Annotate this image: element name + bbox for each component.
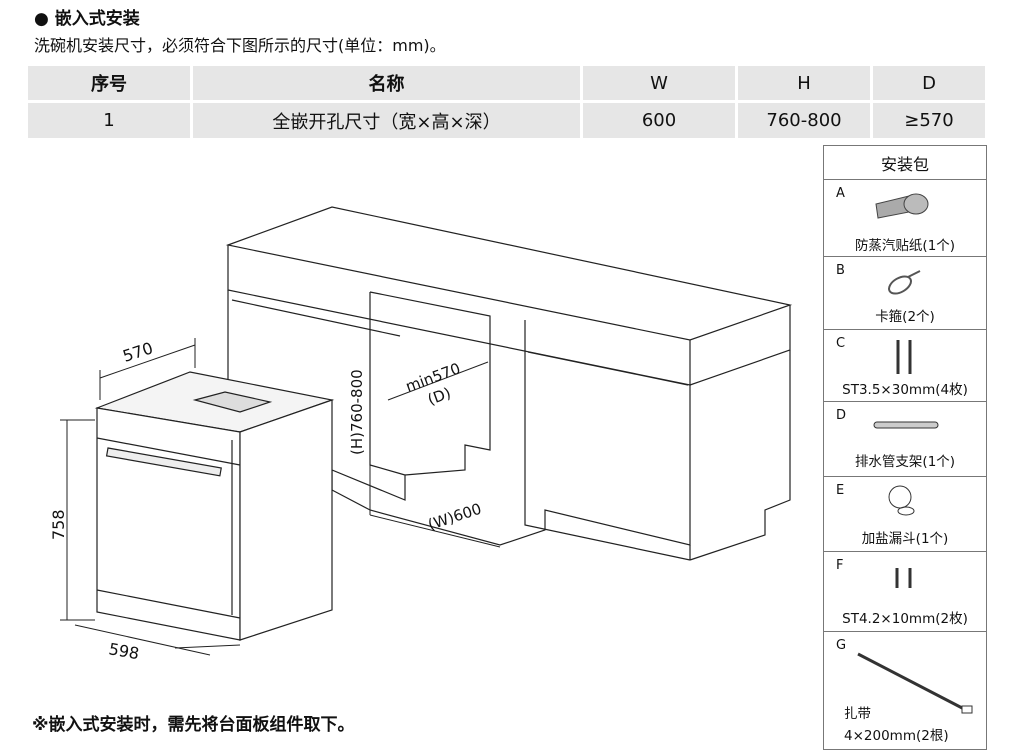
kit-letter: C (836, 336, 846, 351)
header-w: W (583, 66, 735, 100)
installation-note: ※嵌入式安装时，需先将台面板组件取下。 (32, 715, 355, 735)
installation-kit-panel: 安装包 A 防蒸汽贴纸(1个) B 卡箍(2个) C ST3.5×30mm(4枚… (823, 145, 987, 750)
short-screws-icon (895, 568, 912, 588)
section-title: ● 嵌入式安装 (34, 9, 140, 29)
cell-d: ≥570 (873, 103, 985, 138)
kit-item-b: B 卡箍(2个) (824, 256, 986, 330)
dishwasher-drawing (94, 371, 335, 641)
cell-name: 全嵌开孔尺寸（宽×高×深） (193, 103, 580, 138)
kit-letter: B (836, 263, 845, 278)
salt-funnel-icon (888, 485, 915, 516)
kit-item-e: E 加盐漏斗(1个) (824, 476, 986, 552)
header-d: D (873, 66, 985, 100)
dimension-lines (60, 300, 501, 656)
installation-diagram: 570 758 598 (H)760-800 min570 (D) (W)600 (49, 206, 793, 663)
kit-letter: G (836, 638, 847, 653)
kit-letter: D (836, 408, 847, 423)
kit-label: 防蒸汽贴纸(1个) (854, 238, 956, 254)
kit-label-size: 4×200mm(2根) (844, 728, 949, 744)
kit-item-a: A 防蒸汽贴纸(1个) (824, 179, 986, 257)
dim-height-label: 758 (49, 509, 68, 540)
kit-letter: E (836, 483, 845, 498)
hose-clamp-icon (888, 270, 921, 295)
cell-w: 600 (583, 103, 735, 138)
kit-letter: F (836, 558, 844, 573)
section-subtitle: 洗碗机安装尺寸，必须符合下图所示的尺寸(单位：mm)。 (34, 36, 446, 55)
sticker-roll-icon (875, 193, 929, 219)
cable-tie-icon (857, 652, 973, 714)
kit-label: 排水管支架(1个) (854, 454, 956, 470)
kit-label: 加盐漏斗(1个) (861, 531, 949, 547)
header-index: 序号 (28, 66, 190, 100)
header-h: H (738, 66, 870, 100)
kit-item-g: G 扎带 4×200mm(2根) (824, 631, 986, 750)
kit-label: ST4.2×10mm(2枚) (842, 611, 968, 627)
kit-item-d: D 排水管支架(1个) (824, 401, 986, 477)
cell-index: 1 (28, 103, 190, 138)
niche-height-label: (H)760-800 (348, 369, 366, 455)
kit-item-f: F ST4.2×10mm(2枚) (824, 551, 986, 632)
kit-title: 安装包 (880, 155, 929, 174)
cabinet-drawing (225, 206, 793, 561)
dim-depth-label: 570 (120, 338, 155, 366)
niche-width-label: (W)600 (426, 500, 484, 534)
dim-width-label: 598 (107, 639, 140, 663)
kit-item-c: C ST3.5×30mm(4枚) (824, 329, 986, 402)
header-name: 名称 (193, 66, 580, 100)
drain-bracket-icon (873, 421, 939, 429)
cell-h: 760-800 (738, 103, 870, 138)
kit-label: 卡箍(2个) (875, 309, 935, 325)
kit-label: ST3.5×30mm(4枚) (842, 382, 968, 398)
kit-label: 扎带 (844, 706, 871, 722)
kit-letter: A (836, 186, 845, 201)
screws-icon (896, 340, 912, 374)
